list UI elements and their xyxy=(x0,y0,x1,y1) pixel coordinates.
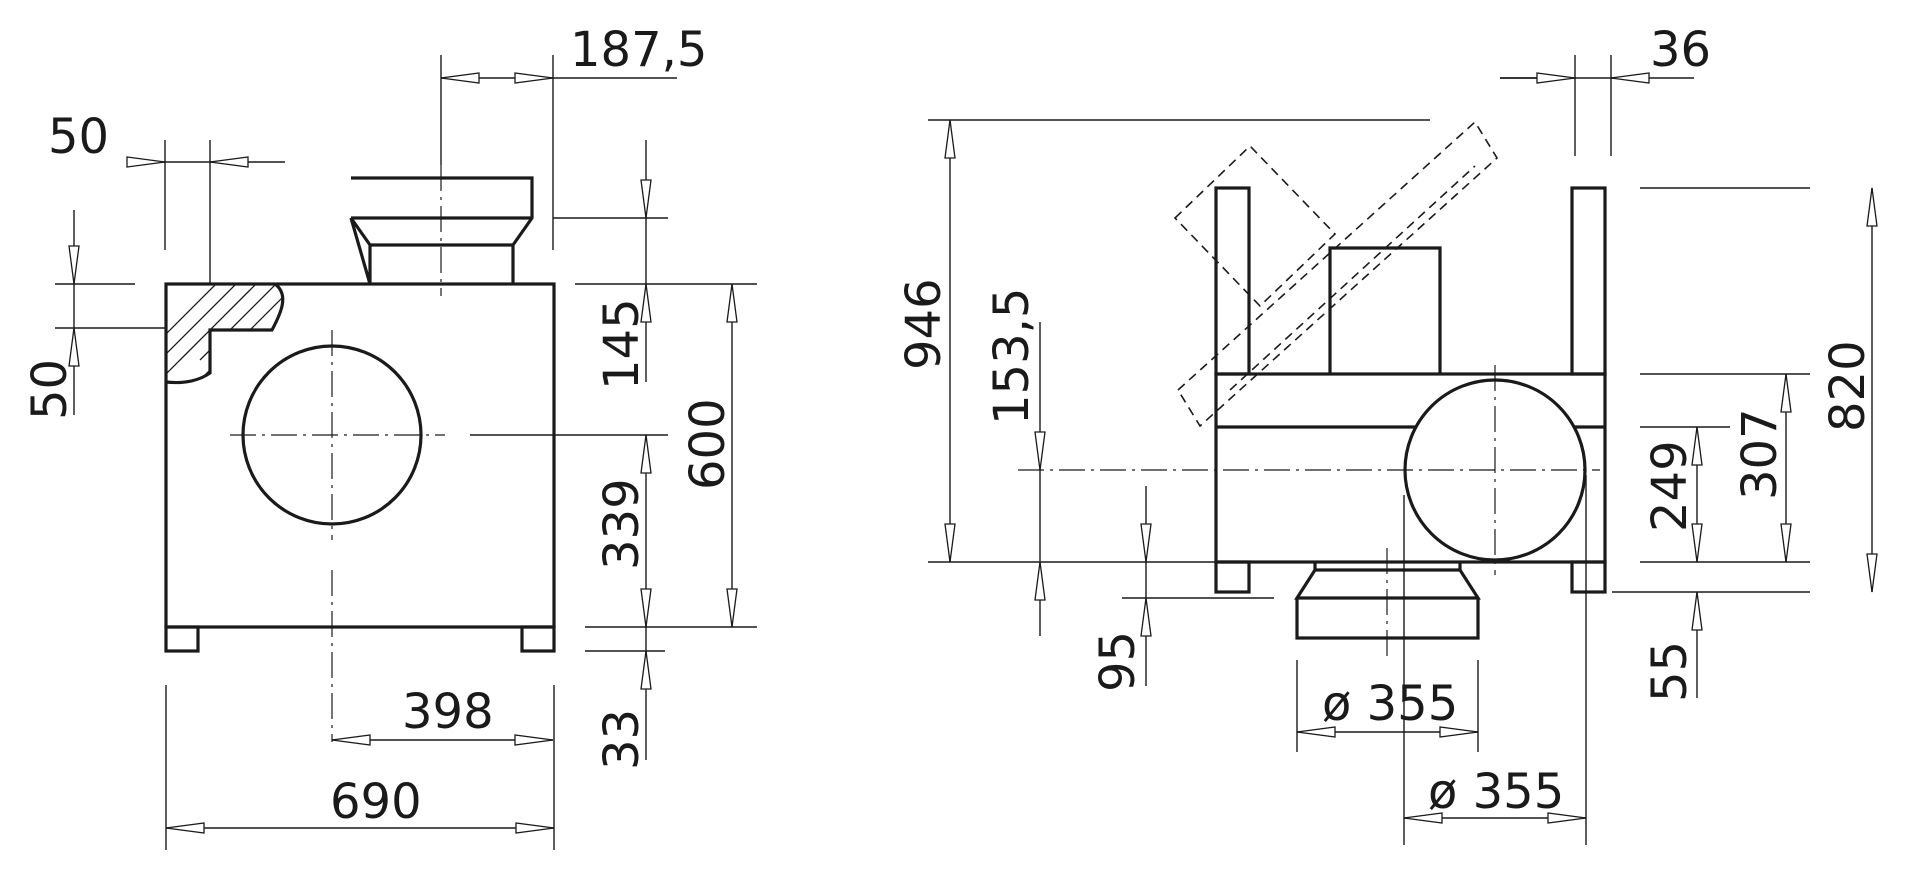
right-foot-left xyxy=(1214,560,1251,594)
right-overall-height-label: 946 xyxy=(896,278,952,370)
right-foot-right xyxy=(1570,560,1607,594)
left-wall-offset-label: 50 xyxy=(22,359,78,420)
right-right-bracket xyxy=(1570,186,1607,376)
right-top-box xyxy=(1328,246,1442,374)
left-cutaway-hatch xyxy=(166,284,283,383)
right-dimension-arrows xyxy=(944,72,1878,824)
right-duct-body xyxy=(1214,372,1607,564)
right-outlet-diameter-label: ø 355 xyxy=(1322,676,1458,732)
right-dimension-lines xyxy=(949,77,1873,819)
left-wall-thickness-label: 50 xyxy=(48,109,109,165)
right-inlet-diameter-label: ø 355 xyxy=(1428,764,1564,820)
right-center-offset-label: 153,5 xyxy=(984,288,1040,425)
right-bracket-width-label: 36 xyxy=(1650,22,1711,78)
left-total-width-label: 690 xyxy=(330,774,422,830)
right-view: 36 946 153,5 95 820 307 249 55 ø 355 ø 3… xyxy=(896,22,1878,845)
left-view: 187,5 50 50 145 600 339 33 398 690 xyxy=(22,22,757,850)
right-tilted-bracket-ghost xyxy=(1173,144,1337,308)
right-foot-height-label: 55 xyxy=(1642,641,1698,702)
right-outlet-height-label: 95 xyxy=(1090,631,1146,692)
left-body-outline xyxy=(164,282,556,629)
right-left-bracket xyxy=(1214,186,1251,376)
left-foot-right xyxy=(520,625,556,653)
right-center-height-label: 249 xyxy=(1642,440,1698,532)
left-center-from-edge-label: 398 xyxy=(402,684,494,740)
left-cutaway-outline xyxy=(165,282,285,385)
left-foot-height-label: 33 xyxy=(594,709,650,770)
right-extension-lines xyxy=(928,55,1810,845)
right-total-height-label: 820 xyxy=(1820,340,1876,432)
left-foot-left xyxy=(164,625,200,653)
left-top-offset-label: 187,5 xyxy=(570,22,707,78)
left-extension-lines xyxy=(55,55,757,850)
left-center-height-label: 339 xyxy=(594,478,650,570)
left-spigot-height-label: 145 xyxy=(594,298,650,390)
left-top-spigot xyxy=(349,176,534,285)
right-duct-height-label: 307 xyxy=(1732,408,1788,500)
right-tilted-duct-ghost xyxy=(1176,120,1499,428)
left-body-height-label: 600 xyxy=(680,398,736,490)
left-dimension-arrows xyxy=(68,72,738,834)
